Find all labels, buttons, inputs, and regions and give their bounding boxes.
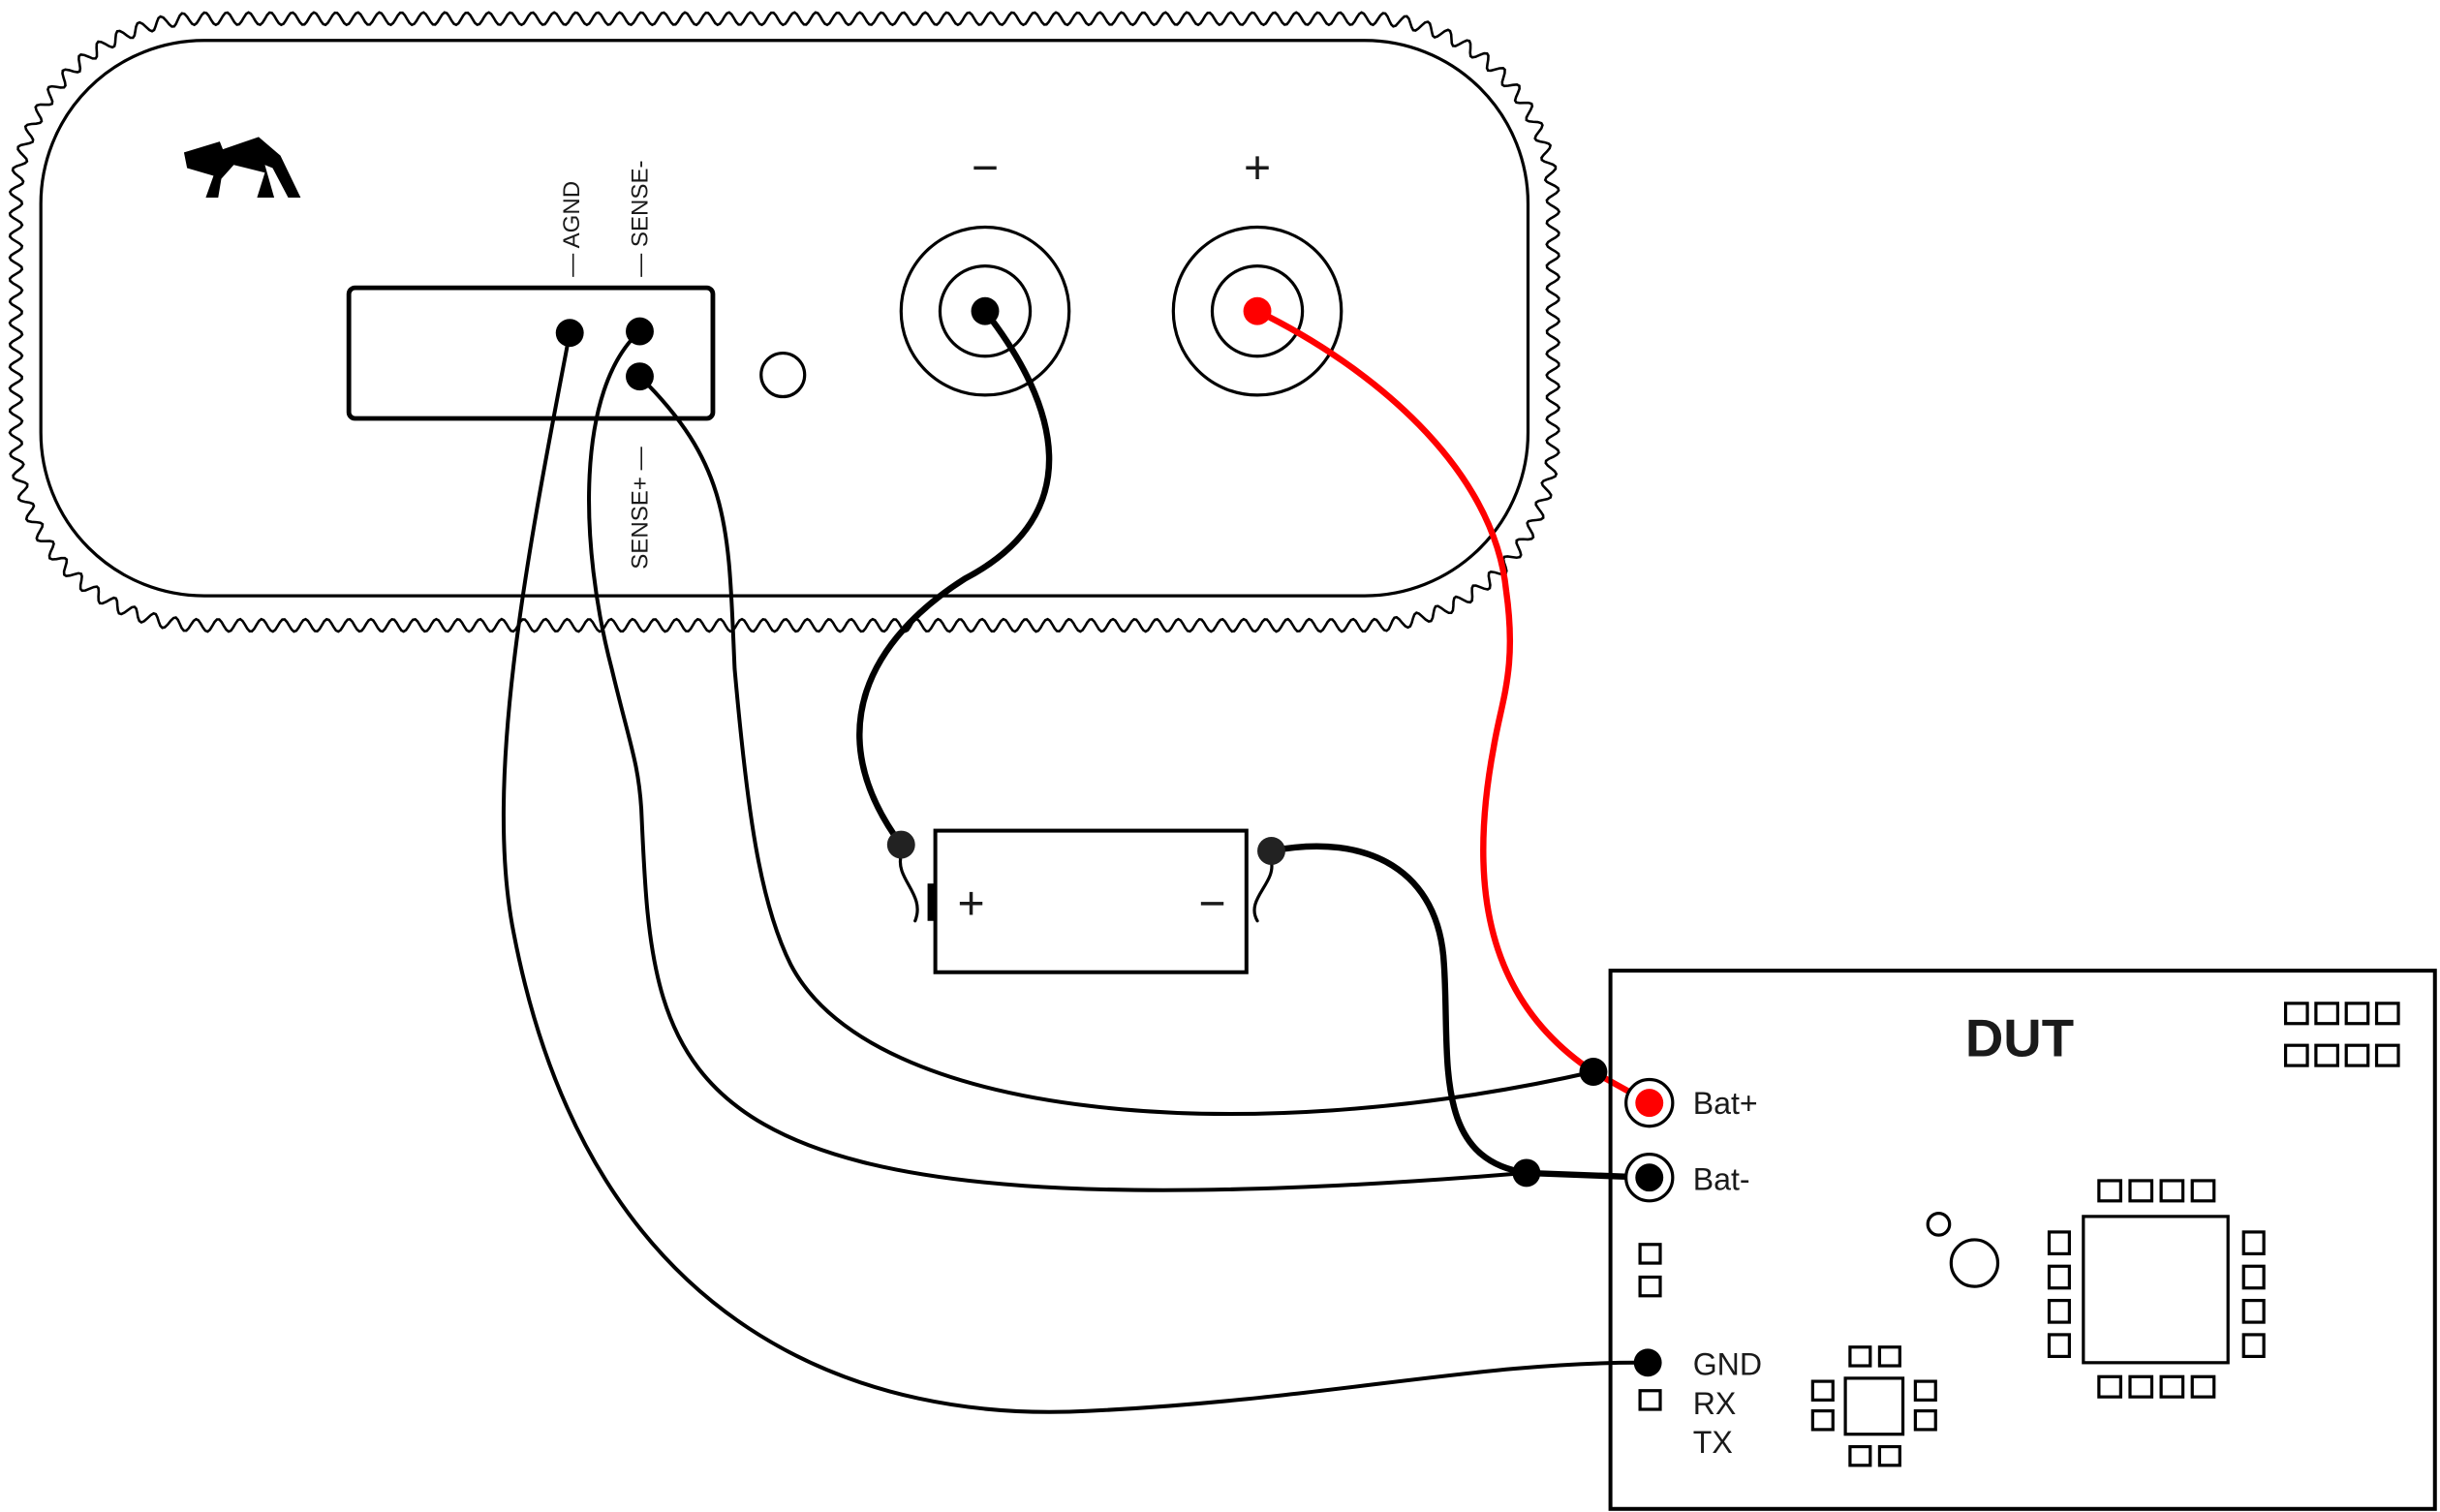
pcb-pads [1638, 1002, 2400, 1467]
battery-nub [927, 883, 936, 921]
battery-minus-terminal[interactable] [1257, 837, 1285, 865]
pcb-pad [1913, 1409, 1937, 1432]
wire-battery-to-bat-minus [1268, 843, 1652, 1181]
pcb-pad [2283, 1002, 2309, 1026]
sense-plus-label: SENSE+ — [628, 446, 654, 569]
battery-minus-label: − [1198, 878, 1225, 930]
pcb-pad [2097, 1374, 2122, 1399]
pcb-pad [2159, 1374, 2185, 1399]
rx-label: RX [1693, 1386, 1737, 1421]
pcb-pad [1877, 1444, 1901, 1467]
pcb-pad [2047, 1298, 2071, 1324]
minus-post-label: − [972, 142, 999, 195]
pcb-pad [2344, 1002, 2370, 1026]
tx-label: TX [1693, 1425, 1733, 1460]
indicator-led [759, 351, 807, 399]
wire-minus-post-to-battery [856, 307, 1053, 849]
pcb-pad [2190, 1374, 2216, 1399]
gnd-label: GND [1693, 1347, 1762, 1382]
pcb-pad [2159, 1179, 2185, 1203]
pcb-pad [2190, 1179, 2216, 1203]
small-chip [1843, 1376, 1905, 1436]
battery-plus-label: + [957, 878, 984, 930]
pcb-pad [1877, 1345, 1901, 1368]
pcb-pad [1638, 1243, 1662, 1265]
junction-bat-minus [1512, 1158, 1541, 1188]
battery-minus-clip [1252, 860, 1274, 923]
pcb-pad [2047, 1333, 2071, 1359]
mounting-hole-small [1926, 1212, 1952, 1237]
gnd-pin[interactable] [1633, 1348, 1662, 1377]
bat-plus-label: Bat+ [1693, 1086, 1758, 1121]
pcb-pad [1913, 1379, 1937, 1402]
wire-sense-minus-to-bat-minus [587, 329, 1529, 1192]
pcb-pad [1810, 1409, 1835, 1432]
sense-minus-label: — SENSE- [628, 160, 654, 276]
battery-plus-clip [898, 853, 919, 923]
minus-binding-post[interactable] [899, 225, 1071, 397]
junction-bat-plus [1579, 1058, 1608, 1086]
pcb-pad [2344, 1043, 2370, 1067]
pcb-pad [2314, 1002, 2339, 1026]
pcb-pad [2283, 1043, 2309, 1067]
pcb-pad [1848, 1345, 1872, 1368]
dut-title: DUT [1965, 1008, 2074, 1067]
bat-minus-connector[interactable] [1624, 1153, 1675, 1203]
pcb-pad [1638, 1275, 1662, 1298]
pcb-pad [2241, 1333, 2266, 1359]
pcb-pad [2374, 1002, 2400, 1026]
sense-terminal-block [346, 285, 716, 421]
pcb-pad [2241, 1264, 2266, 1290]
pcb-pad [2241, 1298, 2266, 1324]
power-supply-outline [8, 11, 1561, 633]
main-chip [2082, 1215, 2230, 1365]
battery-plus-terminal[interactable] [886, 830, 915, 859]
pcb-pad [1848, 1444, 1872, 1467]
pcb-pad [2097, 1179, 2122, 1203]
pcb-pad [2314, 1043, 2339, 1067]
pcb-pad [1638, 1389, 1662, 1411]
pcb-pad [2047, 1230, 2071, 1256]
plus-binding-post[interactable] [1171, 225, 1344, 397]
power-supply-body [39, 39, 1530, 598]
logo-icon [183, 137, 301, 198]
bat-minus-label: Bat- [1693, 1162, 1750, 1197]
dut-board [1608, 969, 2437, 1511]
agnd-label: — AGND [559, 181, 585, 277]
wire-agnd-to-gnd [501, 330, 1651, 1414]
wire-plus-post-to-bat-plus [1253, 307, 1652, 1106]
mounting-hole [1949, 1238, 2000, 1288]
pcb-pad [1810, 1379, 1835, 1402]
minus-post-contact [971, 296, 1000, 325]
pcb-pad [2374, 1043, 2400, 1067]
plus-post-label: + [1244, 142, 1271, 195]
pcb-pad [2128, 1179, 2154, 1203]
pcb-pad [2241, 1230, 2266, 1256]
wire-sense-plus-to-bat-plus [637, 374, 1595, 1116]
pcb-pad [2047, 1264, 2071, 1290]
pcb-pad [2128, 1374, 2154, 1399]
plus-post-contact [1243, 296, 1272, 325]
bat-plus-connector[interactable] [1624, 1077, 1675, 1128]
